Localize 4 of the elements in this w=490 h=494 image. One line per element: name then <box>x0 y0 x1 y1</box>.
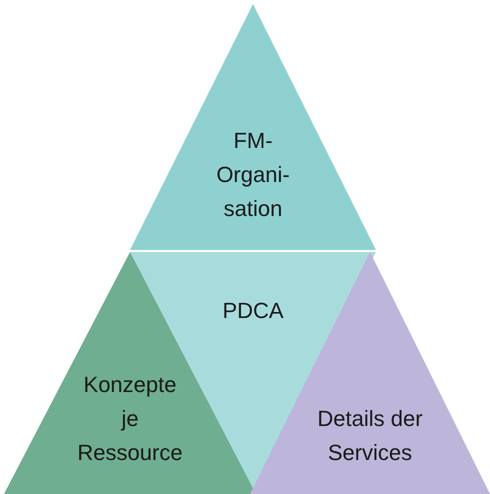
triangle-label: PDCA <box>222 297 284 325</box>
triangle-label: Details der Services <box>316 405 424 467</box>
triangle-label: Konzepte je Ressource <box>76 371 184 467</box>
triangle-label: FM- Organi- sation <box>215 127 291 223</box>
